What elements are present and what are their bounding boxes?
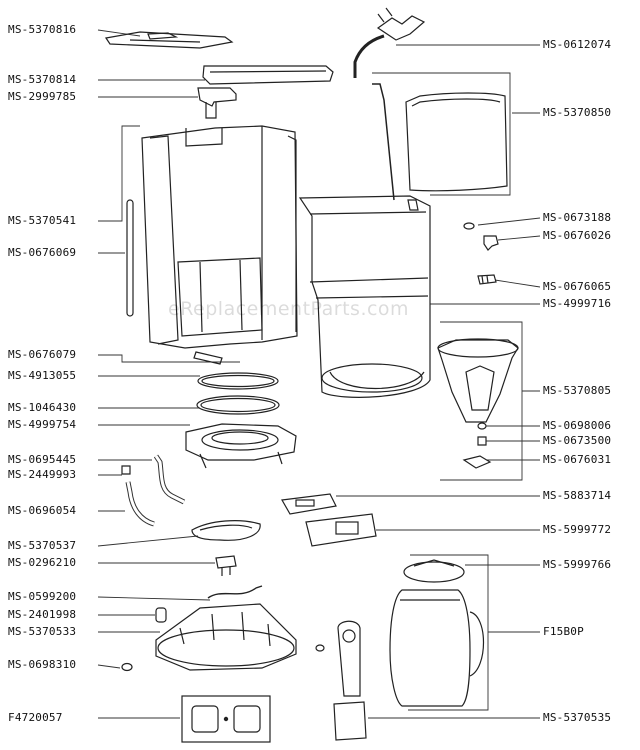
callout-left-13: MS-0296210 [8, 556, 77, 569]
carafe-handle-part [333, 620, 367, 741]
callout-left-4: MS-0676069 [8, 246, 77, 259]
valve-part [483, 235, 499, 251]
callout-left-8: MS-4999754 [8, 418, 77, 431]
callout-left-6: MS-4913055 [8, 369, 77, 382]
callout-left-12: MS-5370537 [8, 539, 77, 552]
callout-left-18: F4720057 [8, 711, 63, 724]
thermostat-part [215, 555, 237, 576]
fuse-part [155, 607, 167, 623]
callout-right-10: MS-5883714 [543, 489, 612, 502]
callout-right-2: MS-0673188 [543, 211, 612, 224]
rubber-foot-part-2 [315, 644, 325, 652]
callout-right-12: MS-5999766 [543, 558, 612, 571]
callout-left-7: MS-1046430 [8, 401, 77, 414]
carafe-lid-part [403, 559, 465, 583]
main-housing-part [141, 125, 298, 349]
callout-left-3: MS-5370541 [8, 214, 77, 227]
filter-replacement-box [181, 695, 271, 743]
thermal-carafe-part [389, 589, 485, 707]
callout-left-14: MS-0599200 [8, 590, 77, 603]
callout-right-3: MS-0676026 [543, 229, 612, 242]
base-part [155, 603, 297, 671]
callout-right-5: MS-4999716 [543, 297, 612, 310]
small-clip-part [463, 222, 475, 230]
o-ring-part [197, 372, 279, 390]
control-board-part [281, 493, 337, 515]
cord-rod-part [372, 83, 395, 201]
callout-left-17: MS-0698310 [8, 658, 77, 671]
watermark-text: eReplacementParts.com [168, 298, 410, 320]
heating-plate-part [185, 423, 297, 469]
hose-part [153, 454, 186, 505]
callout-right-13: F15B0P [543, 625, 584, 638]
top-lid-part [104, 31, 234, 49]
hose-part-2 [125, 481, 155, 527]
callout-left-15: MS-2401998 [8, 608, 77, 621]
power-cord-part [353, 7, 426, 78]
callout-left-16: MS-5370533 [8, 625, 77, 638]
heating-element-part [191, 520, 261, 541]
callout-right-0: MS-0612074 [543, 38, 612, 51]
gasket-ring-part [196, 395, 280, 415]
control-panel-part [305, 513, 377, 547]
wire-part [207, 585, 263, 599]
side-panel-part [405, 92, 508, 192]
drip-stop-parts [462, 422, 492, 469]
callout-right-9: MS-0676031 [543, 453, 612, 466]
callout-right-6: MS-5370805 [543, 384, 612, 397]
rubber-foot-part [121, 662, 133, 672]
water-tube-part [126, 199, 134, 317]
carafe-holder-part [298, 195, 431, 398]
callout-left-11: MS-0696054 [8, 504, 77, 517]
callout-right-11: MS-5999772 [543, 523, 612, 536]
callout-right-1: MS-5370850 [543, 106, 612, 119]
shower-head-part [197, 87, 237, 119]
callout-left-5: MS-0676079 [8, 348, 77, 361]
leader-lines-left [97, 29, 240, 719]
lid-cover-part [202, 65, 334, 85]
switch-part [477, 274, 497, 285]
callout-left-9: MS-0695445 [8, 453, 77, 466]
callout-left-10: MS-2449993 [8, 468, 77, 481]
callout-right-8: MS-0673500 [543, 434, 612, 447]
callout-right-4: MS-0676065 [543, 280, 612, 293]
callout-right-14: MS-5370535 [543, 711, 612, 724]
filter-basket-part [437, 338, 519, 423]
callout-left-0: MS-5370816 [8, 23, 77, 36]
callout-right-7: MS-0698006 [543, 419, 612, 432]
callout-left-1: MS-5370814 [8, 73, 77, 86]
small-tube-part [193, 351, 223, 365]
callout-left-2: MS-2999785 [8, 90, 77, 103]
leader-lines-right [336, 44, 541, 719]
hose-clip-part [121, 465, 131, 475]
